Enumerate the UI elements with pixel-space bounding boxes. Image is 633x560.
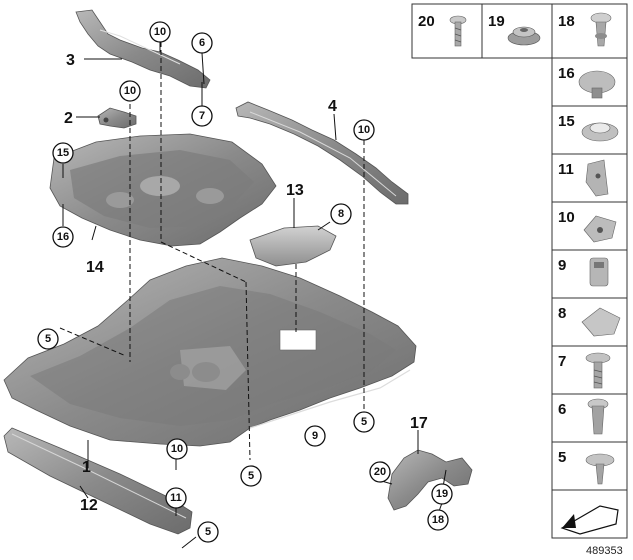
- document-number: 489353: [586, 545, 623, 557]
- svg-text:10: 10: [358, 124, 370, 136]
- direction-arrow-icon: [560, 505, 619, 535]
- table-num-15: 15: [558, 113, 575, 130]
- rivet-nut-icon: [587, 398, 609, 435]
- flange-screw-icon: [585, 453, 615, 485]
- callout-20: 20: [369, 461, 391, 483]
- label-17: 17: [410, 415, 428, 432]
- underbody-shield-part-1: [3, 257, 417, 447]
- callout-10-right: 10: [353, 119, 375, 141]
- pad-icon: [581, 307, 621, 337]
- table-cell-9: [551, 249, 628, 299]
- label-2: 2: [64, 110, 73, 127]
- svg-text:9: 9: [312, 430, 318, 442]
- bracket-part-17: [387, 449, 473, 511]
- svg-text:11: 11: [170, 492, 182, 504]
- svg-text:8: 8: [338, 208, 344, 220]
- table-num-5: 5: [558, 449, 566, 466]
- label-3: 3: [66, 52, 75, 69]
- callout-5-left: 5: [37, 328, 59, 350]
- part-labels: 3 2 4 13 14 1 12 17: [64, 52, 428, 514]
- table-num-16: 16: [558, 65, 575, 82]
- callout-7: 7: [191, 105, 213, 127]
- callout-10-mid: 10: [119, 80, 141, 102]
- bracket-part-3: [75, 9, 211, 89]
- callout-16: 16: [52, 226, 74, 248]
- table-num-9: 9: [558, 257, 566, 274]
- svg-text:18: 18: [432, 514, 444, 526]
- svg-text:19: 19: [436, 488, 448, 500]
- callout-5-mid: 5: [240, 465, 262, 487]
- nut-icon: [507, 26, 541, 46]
- table-num-11: 11: [558, 161, 574, 178]
- callout-6: 6: [191, 32, 213, 54]
- svg-text:16: 16: [57, 231, 69, 243]
- svg-text:5: 5: [205, 526, 211, 538]
- callout-8: 8: [330, 203, 352, 225]
- svg-text:7: 7: [199, 110, 205, 122]
- label-13: 13: [286, 182, 304, 199]
- svg-text:5: 5: [248, 470, 254, 482]
- clip-icon: [590, 12, 612, 47]
- label-1: 1: [82, 459, 91, 476]
- grommet-icon: [581, 122, 619, 142]
- label-12: 12: [80, 497, 98, 514]
- rail-part-12: [3, 427, 193, 535]
- callout-18: 18: [427, 509, 449, 531]
- cover-part-13: [249, 225, 337, 267]
- bracket-part-4: [235, 101, 409, 205]
- bracket-clip-icon: [585, 159, 609, 197]
- table-num-10: 10: [558, 209, 575, 226]
- plug-icon: [578, 70, 616, 99]
- expansion-nut-icon: [589, 257, 609, 287]
- svg-text:15: 15: [57, 147, 69, 159]
- callout-15: 15: [52, 142, 74, 164]
- callout-9: 9: [304, 425, 326, 447]
- leader-lines: [59, 42, 447, 549]
- callout-5-bottom: 5: [197, 521, 219, 543]
- callout-19: 19: [431, 483, 453, 505]
- table-num-7: 7: [558, 353, 566, 370]
- svg-text:5: 5: [361, 416, 367, 428]
- parts-table: 20 19 18 16 15 11 10 9 8 7 6 5: [411, 3, 628, 539]
- callouts: 10 6 7 10 10 8 15 16 5 5 9 10 5 11 5 20 …: [37, 21, 453, 543]
- svg-text:10: 10: [154, 26, 166, 38]
- table-num-19: 19: [488, 13, 505, 30]
- bracket-part-2: [97, 107, 137, 129]
- hex-bolt-icon: [585, 352, 611, 389]
- callout-10-bottom: 10: [166, 438, 188, 460]
- screw-icon: [449, 15, 467, 47]
- svg-text:20: 20: [374, 466, 386, 478]
- svg-text:5: 5: [45, 333, 51, 345]
- callout-10-top: 10: [149, 21, 171, 43]
- table-num-20: 20: [418, 13, 435, 30]
- svg-text:10: 10: [124, 85, 136, 97]
- table-num-6: 6: [558, 401, 566, 418]
- callout-5-right: 5: [353, 411, 375, 433]
- label-14: 14: [86, 259, 104, 276]
- svg-text:6: 6: [199, 37, 205, 49]
- table-cell-20: [411, 3, 483, 59]
- svg-text:10: 10: [171, 443, 183, 455]
- table-cell-7: [551, 345, 628, 395]
- table-num-8: 8: [558, 305, 566, 322]
- engine-shield-part-14: [49, 133, 277, 247]
- spring-nut-icon: [583, 215, 617, 243]
- callout-11: 11: [165, 487, 187, 509]
- table-num-18: 18: [558, 13, 575, 30]
- label-4: 4: [328, 98, 337, 115]
